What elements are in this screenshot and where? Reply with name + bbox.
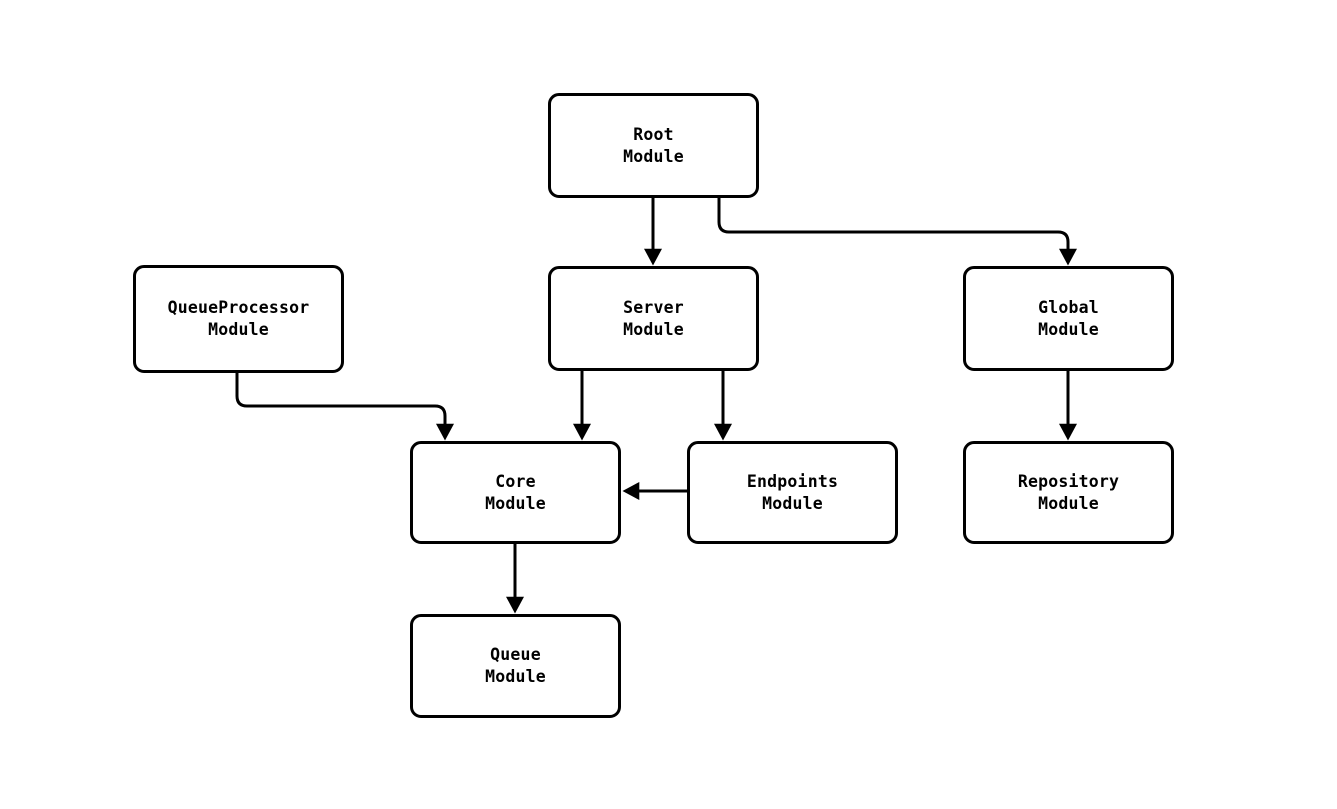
node-label-core: Core Module [485,471,546,513]
node-queueprocessor[interactable]: QueueProcessor Module [133,265,344,373]
node-endpoints[interactable]: Endpoints Module [687,441,898,544]
node-label-endpoints: Endpoints Module [746,471,839,513]
node-server[interactable]: Server Module [548,266,759,371]
node-repository[interactable]: Repository Module [963,441,1174,544]
node-label-queue: Queue Module [485,645,546,686]
edge-queueprocessor-to-core [235,373,454,441]
node-label-global: Global Module [1038,297,1099,339]
node-label-queueprocessor: QueueProcessor Module [167,298,310,339]
node-queue[interactable]: Queue Module [410,614,621,718]
node-core[interactable]: Core Module [410,441,621,544]
node-label-repository: Repository Module [1017,471,1120,513]
edge-root-to-global [717,198,1077,266]
node-root[interactable]: Root Module [548,93,759,198]
node-global[interactable]: Global Module [963,266,1174,371]
node-label-root: Root Module [623,124,684,166]
node-label-server: Server Module [623,297,684,339]
